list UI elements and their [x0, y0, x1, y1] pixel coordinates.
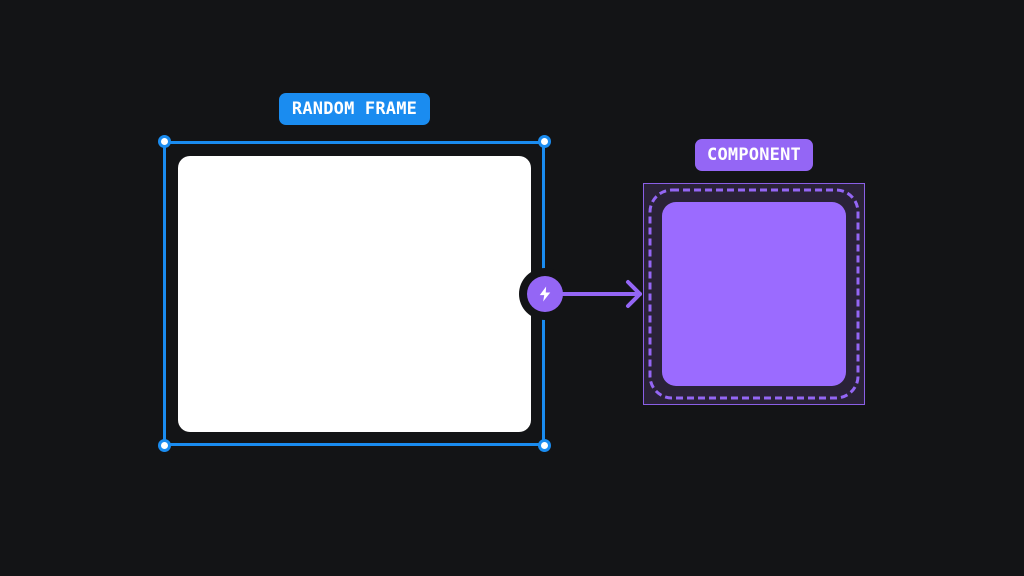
random-frame[interactable] [178, 156, 531, 432]
resize-handle-top-left[interactable] [158, 135, 171, 148]
random-frame-label: RANDOM FRAME [279, 93, 430, 125]
resize-handle-bottom-right[interactable] [538, 439, 551, 452]
convert-to-component-button[interactable] [527, 276, 563, 312]
resize-handle-bottom-left[interactable] [158, 439, 171, 452]
component-dashed-boundary [648, 188, 860, 400]
resize-handle-top-right[interactable] [538, 135, 551, 148]
arrow-right-icon [560, 280, 642, 308]
component-label: COMPONENT [695, 139, 813, 171]
component[interactable] [662, 202, 846, 386]
lightning-bolt-icon [539, 286, 551, 302]
